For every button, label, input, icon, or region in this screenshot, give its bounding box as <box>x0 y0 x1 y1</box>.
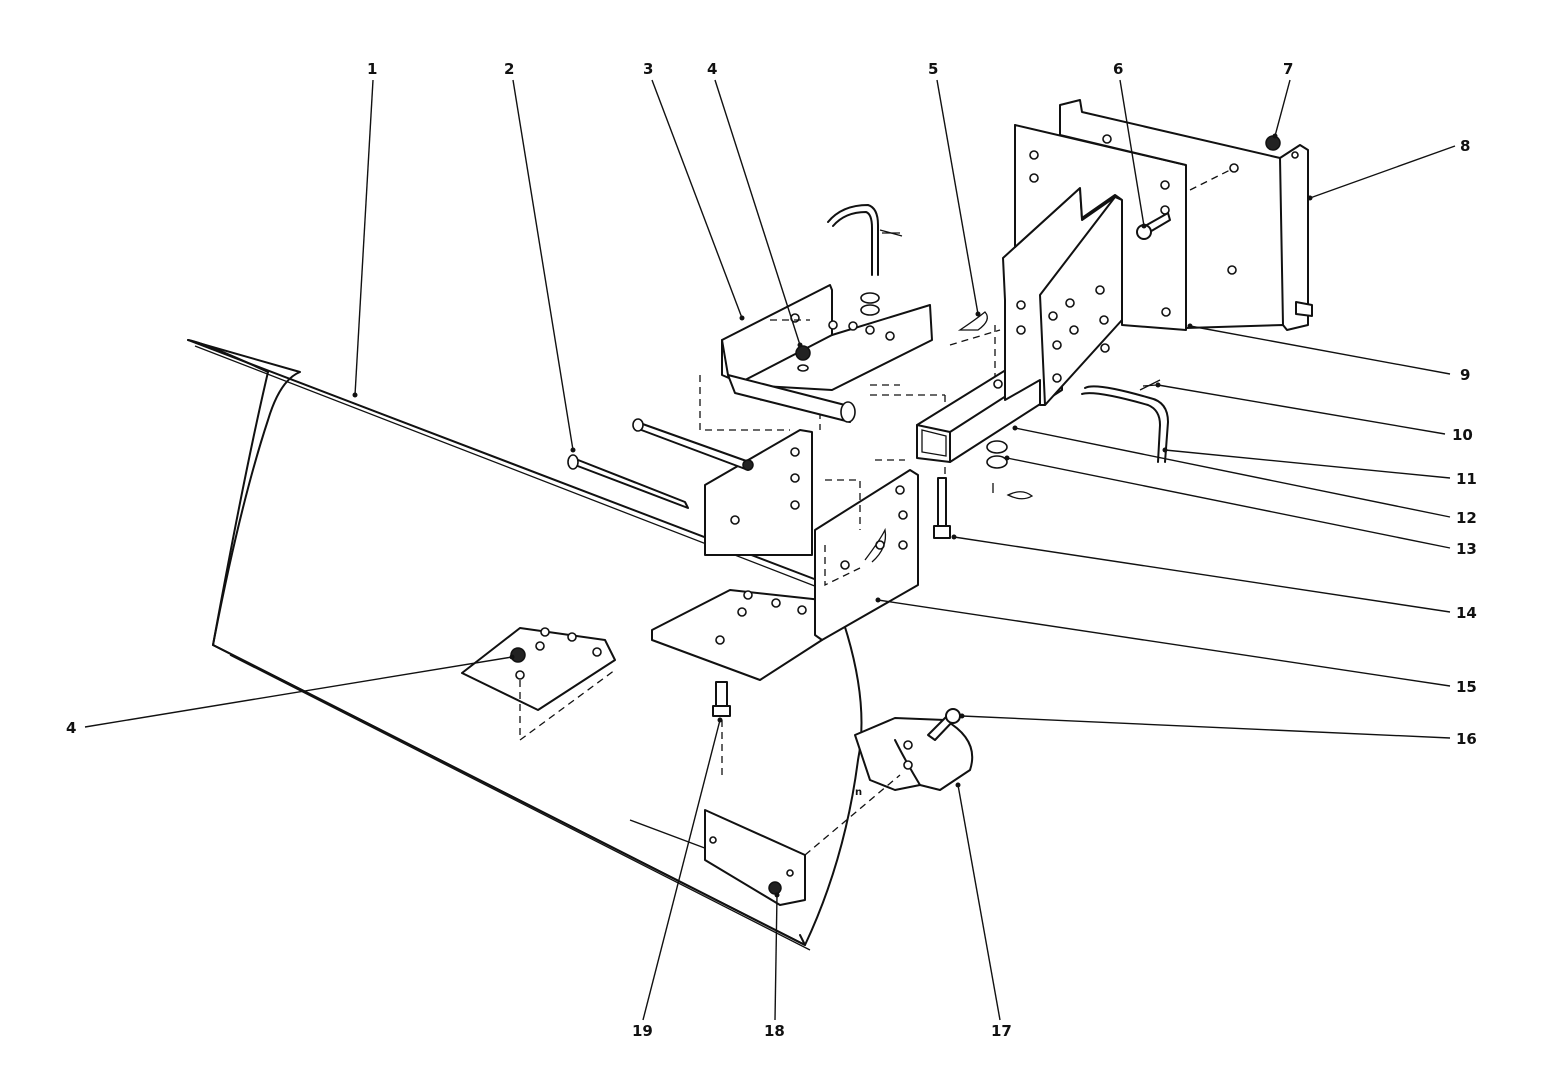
callout-15: 15 <box>1456 678 1477 696</box>
hitch-clip-upper <box>949 311 1001 380</box>
side-lock-pin <box>1081 379 1169 463</box>
callout-1: 1 <box>367 60 377 78</box>
callout-10: 10 <box>1452 426 1473 444</box>
washers-13 <box>986 440 1034 500</box>
hinge-plate-left <box>461 627 616 742</box>
callout-16: 16 <box>1456 730 1477 748</box>
callout-4-upper: 4 <box>707 60 717 78</box>
callout-11: 11 <box>1456 470 1477 488</box>
callout-18: 18 <box>764 1022 785 1040</box>
callout-19: 19 <box>632 1022 653 1040</box>
hinge-pin <box>567 418 754 509</box>
callout-8: 8 <box>1460 137 1470 155</box>
callout-7: 7 <box>1283 60 1293 78</box>
callout-2: 2 <box>504 60 514 78</box>
callout-4-lower: 4 <box>66 719 76 737</box>
leader-lines <box>84 79 1456 1021</box>
callout-labels: 1 2 3 4 5 6 7 8 9 10 11 12 13 14 15 16 4… <box>66 60 1477 1040</box>
callout-5: 5 <box>928 60 938 78</box>
callout-6: 6 <box>1113 60 1123 78</box>
bolt-19 <box>712 681 731 780</box>
callout-17: 17 <box>991 1022 1012 1040</box>
bolt-14 <box>933 477 951 539</box>
svg-text:n: n <box>855 787 862 798</box>
skid-shoe <box>854 708 974 791</box>
callout-14: 14 <box>1456 604 1477 622</box>
callout-12: 12 <box>1456 509 1477 527</box>
lower-block <box>704 774 901 906</box>
upper-lock-pin <box>827 204 903 316</box>
callout-3: 3 <box>643 60 653 78</box>
mount-bracket <box>1059 99 1313 331</box>
channel-bracket <box>721 284 933 423</box>
mount-base-plate <box>651 375 946 681</box>
callout-9: 9 <box>1460 366 1470 384</box>
callout-13: 13 <box>1456 540 1477 558</box>
